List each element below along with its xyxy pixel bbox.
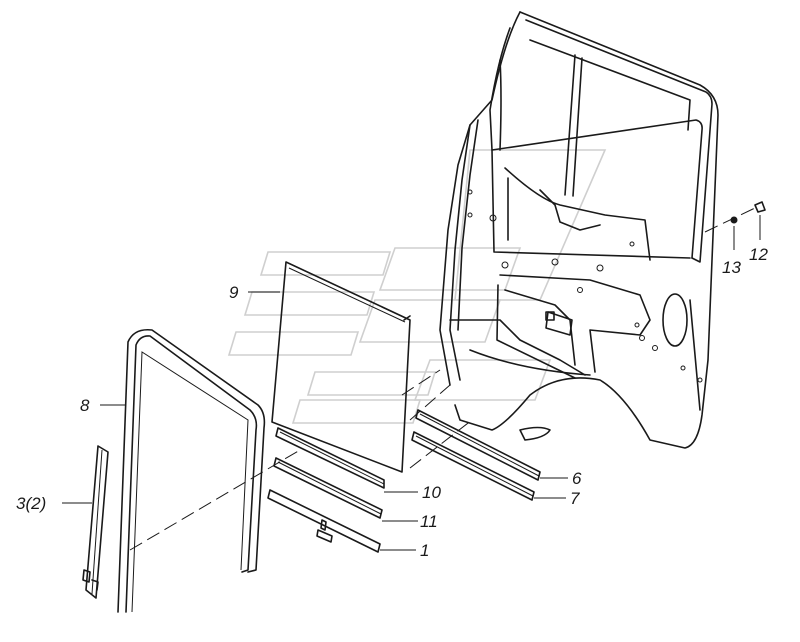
label-part-7: 7 xyxy=(570,489,580,508)
assembly-line xyxy=(409,384,451,421)
assembly-line xyxy=(129,449,301,551)
label-part-12: 12 xyxy=(749,245,768,264)
label-part-13: 13 xyxy=(722,258,741,277)
label-part-1: 1 xyxy=(420,541,429,560)
label-part-6: 6 xyxy=(572,469,582,488)
assembly-line xyxy=(409,419,473,469)
bracket-strip-1-part xyxy=(267,489,381,553)
screw-part xyxy=(754,201,766,240)
seal-strip-10-part xyxy=(275,427,385,489)
label-part-11: 11 xyxy=(420,512,438,531)
assembly-line xyxy=(401,369,441,396)
label-part-8: 8 xyxy=(80,396,90,415)
washer-part xyxy=(730,216,738,250)
seal-strip-11-part xyxy=(273,457,383,519)
door-frame xyxy=(439,11,719,449)
label-part-3-2: 3(2) xyxy=(16,494,46,513)
label-part-9: 9 xyxy=(229,283,239,302)
label-part-10: 10 xyxy=(422,483,441,502)
assembly-line xyxy=(704,207,756,233)
seal-strip-7-part xyxy=(411,431,535,501)
door-glass-part xyxy=(271,261,411,473)
seal-strip-6-part xyxy=(415,409,541,481)
watermark-logo xyxy=(227,149,607,424)
glass-run-seal-part xyxy=(117,328,266,613)
guide-channel-part xyxy=(82,445,109,599)
